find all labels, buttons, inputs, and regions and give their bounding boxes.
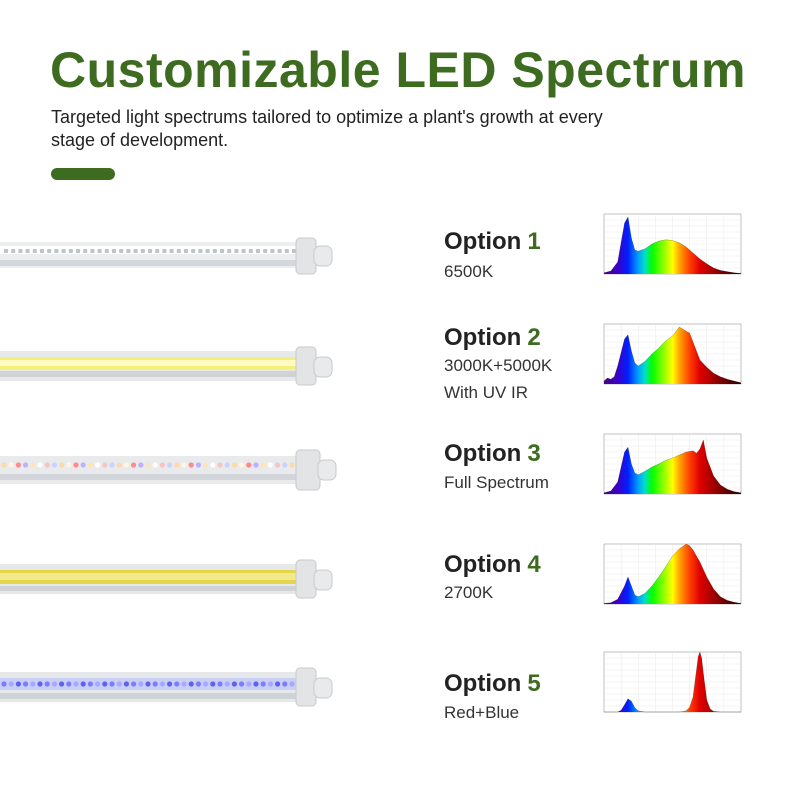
option-description: 2700K (444, 583, 494, 602)
led-tube-blue (0, 667, 333, 707)
option-description: 6500K (444, 262, 494, 281)
page-title: Customizable LED Spectrum (50, 42, 746, 98)
spectrum-line (603, 216, 742, 274)
option-description: Full Spectrum (444, 473, 549, 492)
option-description: 3000K+5000K With UV IR (444, 356, 553, 402)
spectrum-area (604, 327, 741, 384)
spectrum-line (603, 543, 742, 604)
spectrum-line (604, 651, 741, 713)
option-description: Red+Blue (444, 703, 520, 722)
spectrum-chart-option-5 (603, 651, 742, 713)
spectrum-line (603, 326, 742, 384)
spectrum-area (604, 440, 741, 494)
spectrum-chart-option-1 (603, 213, 742, 275)
accent-bar (51, 168, 115, 180)
spectrum-chart-option-2 (603, 323, 742, 385)
spectrum-area (604, 544, 741, 604)
led-tube-warm (0, 346, 333, 386)
led-tube-mixed (0, 449, 337, 491)
page-subtitle: Targeted light spectrums tailored to opt… (51, 107, 603, 150)
spectrum-area (604, 217, 741, 274)
led-tube-white (0, 237, 333, 275)
spectrum-chart-option-3 (603, 433, 742, 495)
spectrum-line (603, 439, 742, 494)
spectrum-chart-option-4 (603, 543, 742, 605)
led-tube-yellow (0, 559, 333, 599)
